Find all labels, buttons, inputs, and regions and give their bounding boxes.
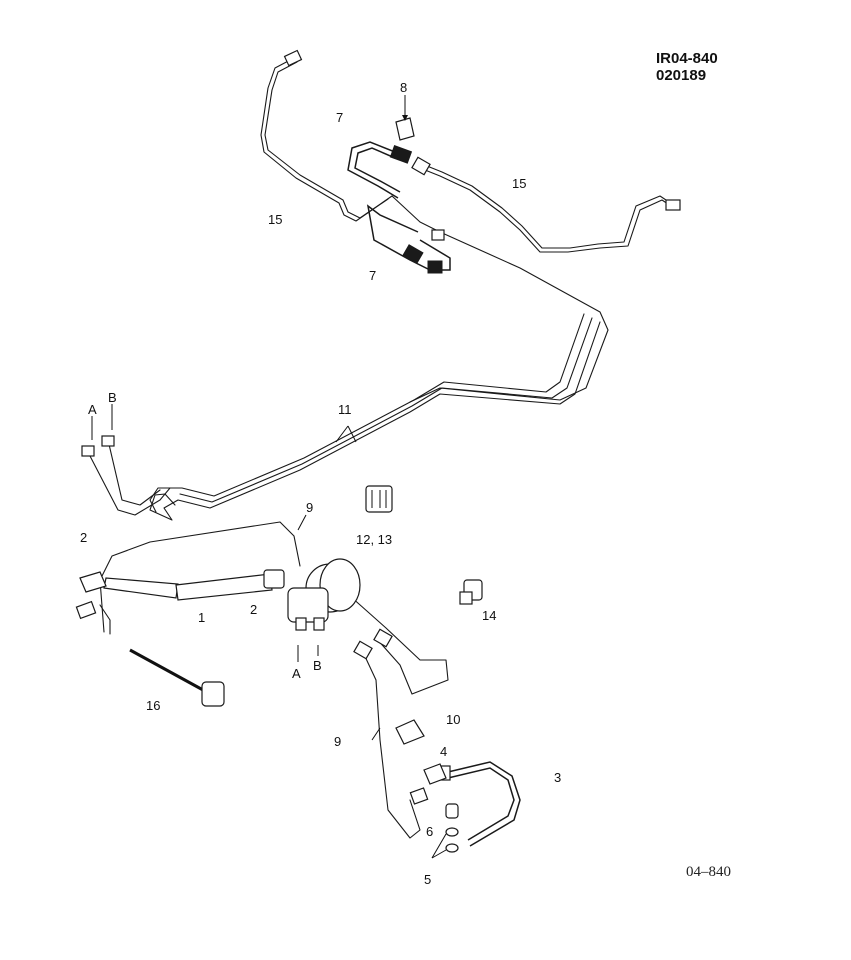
callout-7-lower: 7 bbox=[369, 268, 376, 283]
fitting-14 bbox=[459, 579, 483, 605]
callout-9-lower: 9 bbox=[334, 734, 341, 749]
callout-10: 10 bbox=[446, 712, 460, 727]
callout-12-13: 12, 13 bbox=[356, 532, 392, 547]
clip-4 bbox=[423, 763, 447, 785]
brake-hose-7-upper bbox=[347, 141, 413, 199]
callout-16: 16 bbox=[146, 698, 160, 713]
sensor-rod-16 bbox=[129, 648, 225, 707]
callout-11: 11 bbox=[338, 402, 352, 417]
washers-5 bbox=[445, 827, 459, 853]
callout-15-right: 15 bbox=[512, 176, 526, 191]
clip-8 bbox=[395, 95, 415, 141]
brake-line-9-lower bbox=[349, 595, 449, 839]
callout-a-bottom: A bbox=[292, 666, 301, 681]
callout-5: 5 bbox=[424, 872, 431, 887]
brake-line-15-left bbox=[260, 49, 609, 403]
callout-2-right: 2 bbox=[250, 602, 257, 617]
callout-6: 6 bbox=[426, 824, 433, 839]
reference-code: IR04-840 bbox=[656, 50, 718, 67]
leader-lines bbox=[91, 404, 447, 859]
brake-line-15-right bbox=[411, 156, 681, 253]
callout-14: 14 bbox=[482, 608, 496, 623]
figure-code: 04–840 bbox=[686, 864, 731, 880]
callout-4: 4 bbox=[440, 744, 447, 759]
callout-2-left: 2 bbox=[80, 530, 87, 545]
callout-a-top: A bbox=[88, 402, 97, 417]
clip-10 bbox=[395, 719, 425, 745]
callout-9-upper: 9 bbox=[306, 500, 313, 515]
brake-hose-1 bbox=[103, 569, 285, 601]
combination-valve bbox=[287, 558, 361, 631]
fitting-2 bbox=[79, 571, 107, 593]
callout-8: 8 bbox=[400, 80, 407, 95]
callout-1: 1 bbox=[198, 610, 205, 625]
bolt-6 bbox=[445, 803, 459, 819]
clip-12-13 bbox=[365, 485, 393, 513]
callout-15-left: 15 bbox=[268, 212, 282, 227]
callout-3: 3 bbox=[554, 770, 561, 785]
brake-hose-7-lower bbox=[366, 204, 451, 274]
brake-line-11 bbox=[81, 313, 601, 521]
callout-b-bottom: B bbox=[313, 658, 322, 673]
callout-7-upper: 7 bbox=[336, 110, 343, 125]
callout-b-top: B bbox=[108, 390, 117, 405]
reference-date: 020189 bbox=[656, 67, 707, 84]
